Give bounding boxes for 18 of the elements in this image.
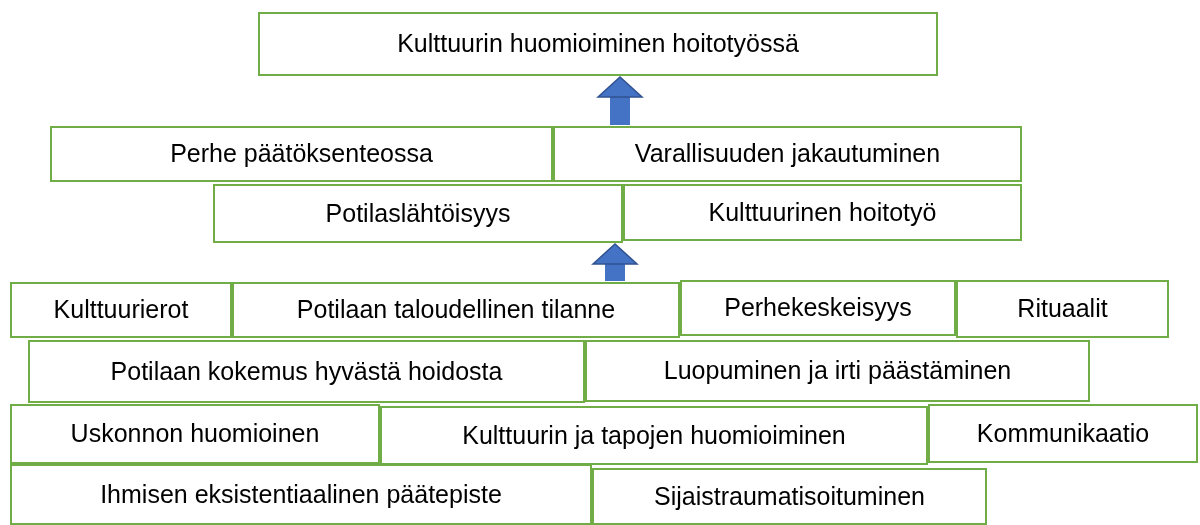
concept-box: Rituaalit [956,280,1169,338]
concept-box: Kommunikaatio [928,404,1198,463]
concept-box: Luopuminen ja irti päästäminen [585,340,1090,402]
concept-box: Potilaan taloudellinen tilanne [232,282,680,338]
concept-box: Kulttuurinen hoitotyö [623,184,1022,241]
concept-box: Kulttuurin ja tapojen huomioiminen [380,406,928,465]
block-arrow [597,76,643,125]
concept-box: Kulttuurin huomioiminen hoitotyössä [258,12,938,76]
concept-box: Varallisuuden jakautuminen [553,126,1022,182]
concept-box: Potilaslähtöisyys [213,184,623,243]
concept-box: Uskonnon huomioinen [10,404,380,464]
concept-box: Perhe päätöksenteossa [50,126,553,182]
concept-box: Potilaan kokemus hyvästä hoidosta [28,340,585,403]
concept-box: Ihmisen eksistentiaalinen päätepiste [10,464,592,525]
block-arrow [592,243,638,281]
concept-box: Sijaistraumatisoituminen [592,468,987,525]
concept-box: Perhekeskeisyys [680,280,956,336]
concept-box: Kulttuurierot [10,282,232,338]
